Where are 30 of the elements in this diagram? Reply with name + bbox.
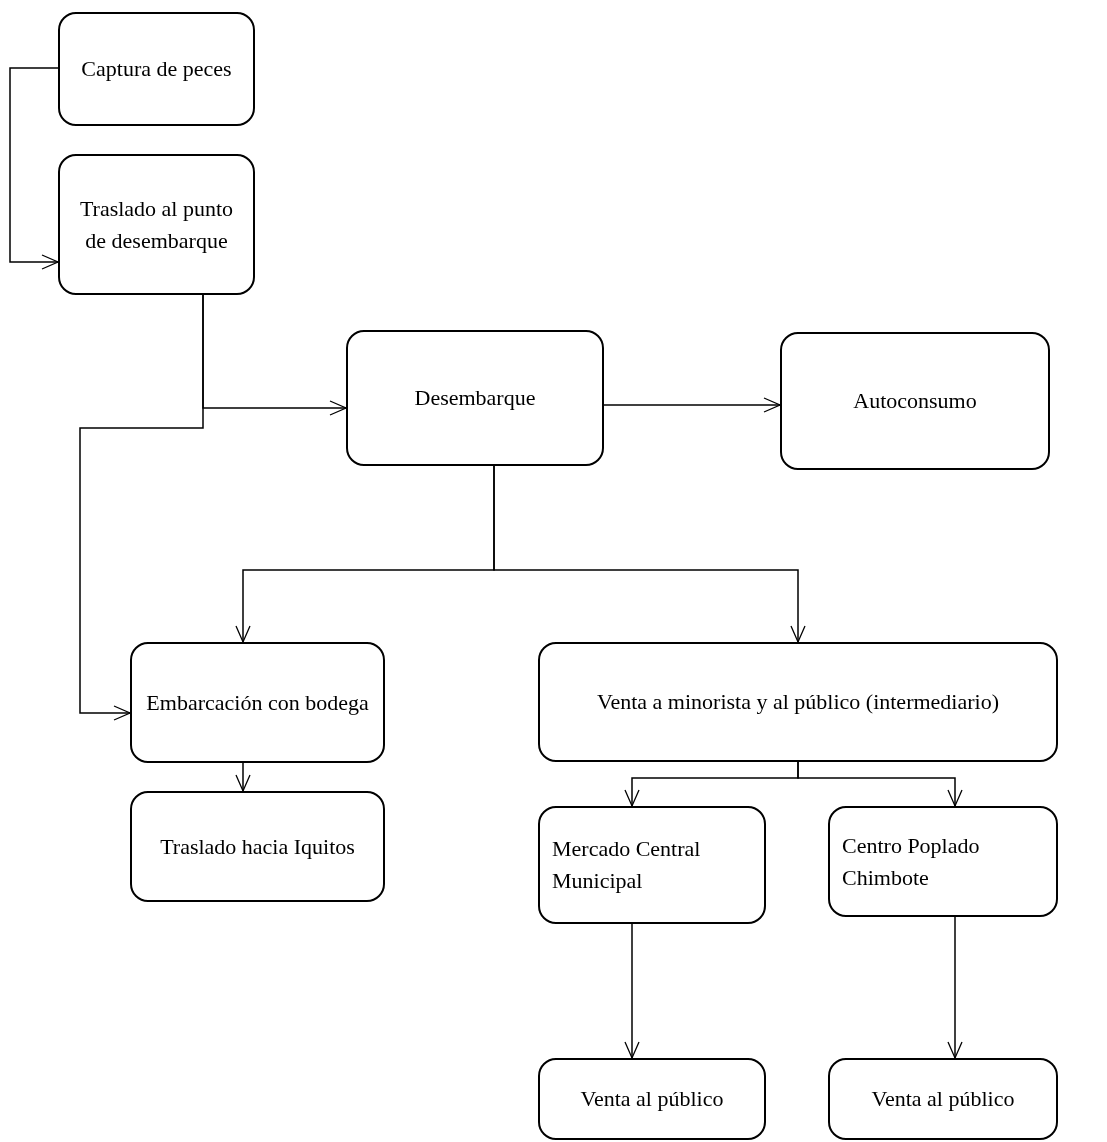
arrow bbox=[493, 465, 806, 643]
arrow bbox=[79, 294, 204, 721]
process-box bbox=[538, 642, 1058, 762]
process-box bbox=[58, 154, 255, 295]
process-box bbox=[130, 791, 385, 902]
process-box bbox=[58, 12, 255, 126]
box-label: Traslado hacia Iquitos bbox=[160, 832, 355, 861]
process-box bbox=[538, 806, 766, 924]
process-box bbox=[346, 330, 604, 466]
process-box bbox=[130, 642, 385, 763]
box-label: Embarcación con bodega bbox=[146, 688, 369, 717]
arrow bbox=[797, 761, 963, 807]
process-box bbox=[780, 332, 1050, 470]
arrow bbox=[9, 67, 59, 270]
arrow bbox=[235, 762, 251, 792]
arrow bbox=[624, 923, 640, 1059]
arrow bbox=[947, 916, 963, 1059]
box-label: Venta al público bbox=[871, 1085, 1015, 1114]
box-label: Autoconsumo bbox=[853, 387, 977, 416]
process-box bbox=[828, 806, 1058, 917]
arrow bbox=[603, 397, 781, 413]
box-label: Venta al público bbox=[580, 1085, 724, 1114]
box-label: Centro Poplado Chimbote bbox=[842, 831, 981, 892]
process-box bbox=[828, 1058, 1058, 1140]
box-label: Venta a minorista y al público (intermediario) bbox=[597, 688, 999, 717]
box-label: Mercado Central Municipal bbox=[552, 835, 702, 895]
process-box bbox=[538, 1058, 766, 1140]
box-label: Desembarque bbox=[414, 384, 536, 413]
box-label: Captura de peces bbox=[81, 55, 232, 84]
box-label: Traslado al punto de desembarque bbox=[78, 194, 235, 255]
